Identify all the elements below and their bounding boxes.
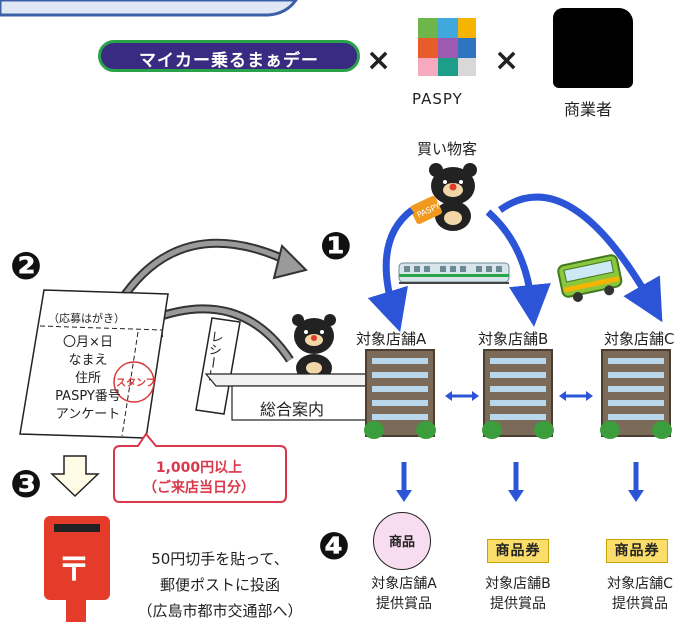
info-desk-label: 総合案内 [260, 400, 325, 419]
desk-bear-icon [292, 314, 336, 380]
condition-callout [113, 432, 287, 503]
postcard-line-name: なまえ [68, 353, 108, 368]
info-desk [204, 373, 378, 421]
mail-line-2: 郵便ポストに投函 [159, 576, 280, 594]
prize-a-label: 対象店舗A 提供賞品 [354, 574, 454, 614]
campaign-logo-text: マイカー乗るまぁデー [139, 51, 319, 71]
prize-c-badge: 商品券 [606, 539, 668, 563]
top-banner [0, 0, 298, 17]
store-b-building [482, 349, 554, 439]
merchant-label: 商業者 [564, 100, 613, 119]
prize-b-line-2: 提供賞品 [490, 596, 546, 612]
stamp-label: スタンプ [116, 378, 156, 389]
mail-line-1: 50円切手を貼って、 [151, 550, 289, 568]
prize-c-line-2: 提供賞品 [612, 596, 668, 612]
paspy-logo [418, 18, 476, 76]
step-2-number: ❷ [9, 244, 43, 288]
condition-text: 1,000円以上 （ご来店当日分） [114, 458, 284, 498]
merchant-image [553, 8, 633, 88]
bus-icon [557, 254, 623, 302]
store-b-label: 対象店舗B [478, 330, 549, 348]
prize-a-badge: 商品 [373, 512, 431, 570]
prize-a-line-1: 対象店舗A [371, 576, 437, 592]
prize-a-line-2: 提供賞品 [376, 596, 432, 612]
store-a-building [364, 349, 436, 439]
prize-c-line-1: 対象店舗C [607, 576, 673, 592]
down-arrow-icon [50, 455, 100, 498]
postcard-line-date: 〇月×日 [63, 335, 113, 350]
prize-b-line-1: 対象店舗B [485, 576, 551, 592]
store-a-label: 対象店舗A [356, 330, 427, 348]
shopper-bear-icon: PASPY [410, 163, 477, 231]
mail-line-3: （広島市都市交通部へ） [137, 602, 303, 620]
receipt [195, 317, 241, 415]
times-symbol-1: × [366, 43, 392, 78]
postcard-line-paspy: PASPY番号 [55, 389, 121, 404]
train-icon [398, 262, 510, 284]
prize-b-badge: 商品券 [487, 539, 549, 563]
store-c-building [600, 349, 672, 439]
store-c-label: 対象店舗C [604, 330, 675, 348]
condition-line-2: （ご来店当日分） [143, 480, 255, 496]
postbox-symbol: 〒 [58, 550, 91, 588]
postbox-icon [44, 516, 110, 622]
postcard-line-survey: アンケート [55, 407, 121, 422]
postcard-line-address: 住所 [74, 371, 101, 386]
paspy-label: PASPY [412, 90, 463, 108]
step-1-number: ❶ [319, 224, 353, 268]
prize-b-label: 対象店舗B 提供賞品 [468, 574, 568, 614]
times-symbol-2: × [494, 43, 520, 78]
mail-instruction: 50円切手を貼って、 郵便ポストに投函 （広島市都市交通部へ） [120, 546, 320, 624]
step-4-number: ❹ [317, 524, 351, 568]
postcard-header: （応募はがき） [48, 312, 125, 325]
prize-c-label: 対象店舗C 提供賞品 [590, 574, 690, 614]
prize-a-badge-label: 商品 [388, 535, 415, 550]
campaign-logo: マイカー乗るまぁデー [98, 40, 360, 72]
condition-line-1: 1,000円以上 [155, 460, 243, 476]
shopper-label: 買い物客 [417, 140, 478, 158]
postcard-lines: 〇月×日 なまえ 住所 PASPY番号 アンケート [36, 334, 140, 424]
step-3-number: ❸ [9, 462, 43, 506]
